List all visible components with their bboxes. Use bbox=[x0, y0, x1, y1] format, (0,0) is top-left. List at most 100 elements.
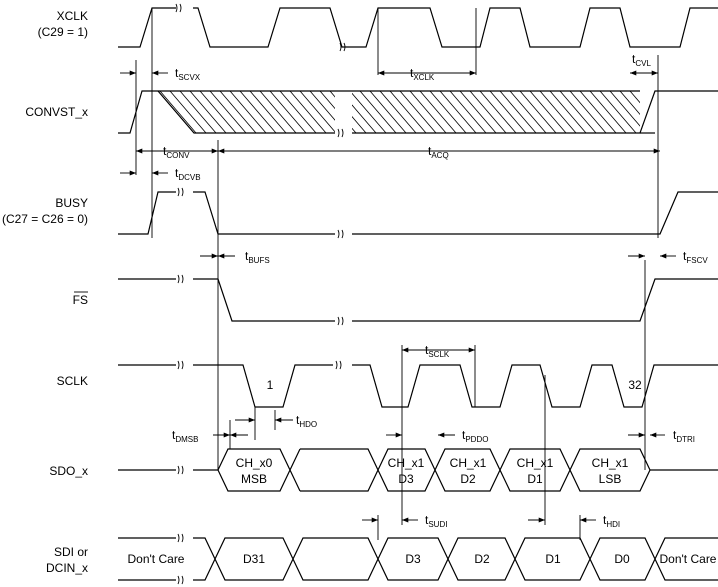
convst-hatch-line-a-3 bbox=[158, 91, 187, 133]
label-t-cvl: tCVL bbox=[632, 52, 651, 68]
xclk-waveform bbox=[118, 3, 718, 52]
sdi-cell-4-text: D1 bbox=[545, 552, 561, 566]
convst-hatch-line-b-7 bbox=[389, 91, 427, 133]
sclk-label: SCLK bbox=[57, 374, 88, 388]
convst-hatch-line-b-27 bbox=[589, 91, 627, 133]
label-t-hdi: tHDI bbox=[603, 513, 620, 529]
convst-hatch-line-b-4 bbox=[359, 91, 397, 133]
convst-hatch-line-a-7 bbox=[189, 91, 227, 133]
sdo-cell-4-line1: CH_x1 bbox=[517, 456, 554, 470]
convst-hatch-line-a-17 bbox=[289, 91, 327, 133]
convst-hatch-line-b-25 bbox=[569, 91, 607, 133]
fs-break-1 bbox=[177, 274, 184, 284]
convst-hatch-line-b-23 bbox=[549, 91, 587, 133]
sdo-label: SDO_x bbox=[49, 464, 88, 478]
xclk-note: (C29 = 1) bbox=[38, 25, 88, 39]
convst-hatch-1 bbox=[120, 91, 335, 133]
busy-label: BUSY bbox=[55, 196, 88, 210]
convst-hatch-line-b-6 bbox=[379, 91, 417, 133]
convst-break bbox=[337, 128, 344, 138]
label-t-scvx: tSCVX bbox=[175, 66, 201, 82]
convst-waveform bbox=[118, 90, 718, 138]
label-t-hdo: tHDO bbox=[296, 413, 317, 429]
sdi-waveform: Don't Care D31 D3 D2 D1 D0 Don't Care bbox=[118, 533, 718, 585]
sclk-pulse-last: 32 bbox=[628, 378, 642, 392]
label-t-fscv: tFSCV bbox=[683, 249, 708, 265]
sdo-cell-2-line2: D3 bbox=[398, 472, 414, 486]
sdi-cell-6-text: Don't Care bbox=[660, 552, 717, 566]
convst-hatch-line-a-16 bbox=[279, 91, 317, 133]
signal-labels: XCLK (C29 = 1) CONVST_x BUSY (C27 = C26 … bbox=[2, 9, 88, 575]
busy-break-1 bbox=[177, 187, 184, 197]
sdi-cell-3-text: D2 bbox=[474, 552, 490, 566]
convst-hatch-line-b-13 bbox=[449, 91, 487, 133]
convst-hatch-line-b-10 bbox=[419, 91, 457, 133]
convst-hatch-line-b-18 bbox=[499, 91, 537, 133]
convst-hatch-line-a-0 bbox=[120, 91, 156, 133]
sdo-cell-2-line1: CH_x1 bbox=[388, 456, 425, 470]
sdo-cell-1-line1: CH_x0 bbox=[236, 456, 273, 470]
label-t-acq: tACQ bbox=[428, 144, 449, 160]
sdo-cell-1-line2: MSB bbox=[241, 472, 267, 486]
fs-break-2 bbox=[337, 316, 344, 326]
convst-hatch-line-b-30 bbox=[619, 91, 640, 133]
sdo-cell-5-line2: LSB bbox=[599, 472, 622, 486]
sdi-label: SDI or bbox=[54, 545, 88, 559]
convst-hatch-line-b-22 bbox=[539, 91, 577, 133]
convst-hatch-line-a-19 bbox=[309, 91, 335, 133]
convst-hatch-line-a-9 bbox=[209, 91, 247, 133]
label-t-bufs: tBUFS bbox=[245, 249, 270, 265]
convst-hatch-line-b-24 bbox=[559, 91, 597, 133]
convst-hatch-line-a-13 bbox=[249, 91, 287, 133]
convst-hatch-line-b-2 bbox=[352, 91, 377, 133]
convst-hatch-line-b-26 bbox=[579, 91, 617, 133]
label-t-dtri: tDTRI bbox=[673, 428, 695, 444]
label-t-pddo: tPDDO bbox=[462, 428, 488, 444]
label-t-sudi: tSUDI bbox=[425, 513, 447, 529]
convst-hatch-line-b-5 bbox=[369, 91, 407, 133]
convst-hatch-line-b-9 bbox=[409, 91, 447, 133]
label-t-conv: tCONV bbox=[163, 144, 190, 160]
label-t-dmsb: tDMSB bbox=[172, 428, 198, 444]
xclk-break-1 bbox=[175, 3, 182, 13]
convst-hatch-line-b-3 bbox=[352, 91, 387, 133]
convst-hatch-line-b-17 bbox=[489, 91, 527, 133]
convst-hatch-line-b-14 bbox=[459, 91, 497, 133]
convst-hatch-line-b-11 bbox=[429, 91, 467, 133]
convst-hatch-line-b-8 bbox=[399, 91, 437, 133]
sclk-break-2 bbox=[335, 360, 342, 370]
busy-break-2 bbox=[337, 229, 344, 239]
convst-hatch-line-a-15 bbox=[269, 91, 307, 133]
sdo-cell-3-line2: D2 bbox=[460, 472, 476, 486]
busy-note: (C27 = C26 = 0) bbox=[2, 212, 88, 226]
sdo-cell-3-line1: CH_x1 bbox=[450, 456, 487, 470]
convst-hatch-line-a-10 bbox=[219, 91, 257, 133]
sdo-break bbox=[177, 465, 184, 475]
xclk-break-2 bbox=[339, 42, 346, 52]
convst-hatch-line-a-14 bbox=[259, 91, 297, 133]
timing-labels: tSCVX tXCLK tCVL tCONV tACQ tDCVB tBUFS … bbox=[163, 52, 708, 529]
convst-hatch-line-b-29 bbox=[609, 91, 640, 133]
sdo-waveform: CH_x0 MSB CH_x1 D3 CH_x1 D2 CH_x1 D1 CH_… bbox=[118, 448, 718, 492]
convst-hatch-line-b-15 bbox=[469, 91, 507, 133]
sdo-cell-4-line2: D1 bbox=[527, 472, 543, 486]
convst-hatch-line-a-8 bbox=[199, 91, 237, 133]
label-t-xclk: tXCLK bbox=[410, 66, 435, 82]
fs-waveform bbox=[118, 274, 718, 326]
convst-hatch-line-a-4 bbox=[159, 91, 197, 133]
sdi-break-2 bbox=[177, 575, 184, 585]
convst-hatch-line-b-16 bbox=[479, 91, 517, 133]
convst-hatch-line-a-18 bbox=[299, 91, 335, 133]
convst-hatch-line-b-19 bbox=[509, 91, 547, 133]
convst-hatch-line-b-12 bbox=[439, 91, 477, 133]
convst-hatch-line-b-28 bbox=[599, 91, 637, 133]
convst-hatch-2 bbox=[352, 91, 640, 133]
convst-hatch-line-a-2 bbox=[158, 91, 177, 133]
busy-waveform bbox=[118, 187, 718, 239]
sclk-pulse-first: 1 bbox=[267, 378, 274, 392]
convst-hatch-line-b-31 bbox=[629, 91, 640, 133]
sdo-cell-5-line1: CH_x1 bbox=[592, 456, 629, 470]
convst-hatch-line-a-20 bbox=[319, 91, 335, 133]
sclk-break-1 bbox=[177, 360, 184, 370]
